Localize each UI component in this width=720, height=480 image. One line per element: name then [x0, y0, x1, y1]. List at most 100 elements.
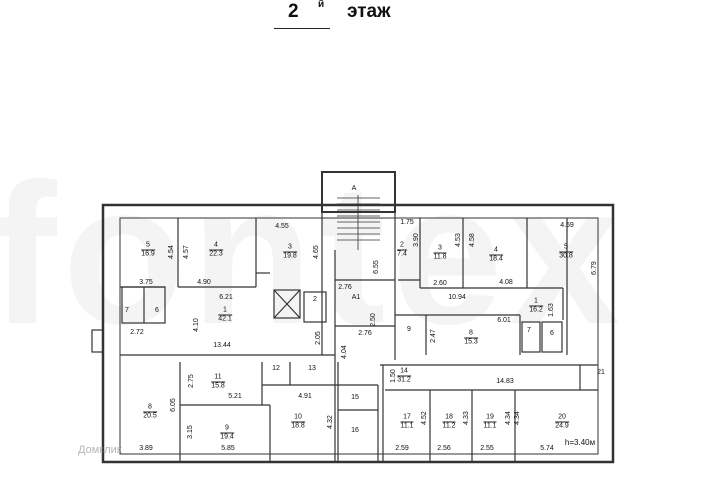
room-number: 9 — [220, 425, 234, 434]
room-number: A1 — [351, 294, 361, 301]
dimension-label: 5.21 — [228, 393, 242, 400]
room-number: 18 — [442, 414, 456, 423]
room-number: 6 — [155, 307, 159, 314]
room-number: 1 — [218, 307, 232, 316]
room-number: 3 — [433, 245, 447, 254]
stair-label: A — [351, 185, 357, 192]
room-label: 12 — [270, 365, 282, 373]
dimension-label: 4.59 — [560, 222, 574, 229]
room-number: 10 — [291, 414, 305, 423]
room-number: 2 — [397, 242, 407, 251]
room-number: 5 — [141, 242, 155, 251]
room-label: 7 — [123, 307, 131, 315]
room-label: 13 — [306, 365, 318, 373]
room-area: 7.4 — [397, 250, 407, 258]
dimension-label: 4.08 — [499, 279, 513, 286]
dimension-label: 2.72 — [130, 329, 144, 336]
room-area: 42.1 — [218, 315, 232, 323]
room-area: 22.3 — [209, 250, 223, 258]
dimension-label: 6.05 — [170, 398, 177, 412]
dimension-label: 2.05 — [315, 331, 322, 345]
room-area: 15.8 — [211, 382, 225, 390]
room-number: 8 — [143, 404, 157, 413]
dimension-label: 2.50 — [370, 313, 377, 327]
dimension-label: 4.34 — [514, 411, 521, 425]
dimension-label: 4.65 — [313, 245, 320, 259]
room-number: 11 — [211, 374, 225, 383]
dimension-label: 5.74 — [540, 445, 554, 452]
dimension-label: 14.83 — [496, 378, 514, 385]
room-area: 18.4 — [489, 255, 503, 263]
room-area: 11.2 — [442, 422, 456, 430]
room-label: 15 — [349, 394, 361, 402]
dimension-label: 4.53 — [455, 233, 462, 247]
dimension-label: 4.90 — [197, 279, 211, 286]
room-area: 19.4 — [220, 433, 234, 441]
dimension-label: 2.55 — [480, 445, 494, 452]
room-area: 24.9 — [555, 422, 569, 430]
room-label: 16 — [349, 427, 361, 435]
dimension-label: 2.47 — [430, 329, 437, 343]
dimension-label: 6.21 — [219, 294, 233, 301]
dimension-label: 4.33 — [463, 411, 470, 425]
room-number: 2 — [313, 296, 317, 303]
floor-word: этаж — [347, 1, 391, 22]
room-label: 2 — [311, 296, 319, 304]
room-area: 30.8 — [559, 252, 573, 260]
dimension-label: 13.44 — [213, 342, 231, 349]
room-number: 17 — [400, 414, 414, 423]
dimension-label: 4.57 — [183, 245, 190, 259]
room-area: 15.3 — [464, 338, 478, 346]
room-number: 1 — [529, 298, 543, 307]
dimension-label: 2.56 — [437, 445, 451, 452]
room-label: A1 — [350, 294, 363, 302]
dimension-label: 3.75 — [139, 279, 153, 286]
room-label: 6 — [548, 330, 556, 338]
dimension-label: 2.75 — [188, 374, 195, 388]
room-number: 5 — [559, 244, 573, 253]
room-label: 7 — [525, 327, 533, 335]
dimension-label: 6.55 — [373, 260, 380, 274]
dimension-label: 4.34 — [505, 411, 512, 425]
dimension-label: 5.85 — [221, 445, 235, 452]
room-area: 16.9 — [141, 250, 155, 258]
dimension-label: 3.89 — [139, 445, 153, 452]
title-underline — [274, 28, 330, 29]
room-label: 6 — [153, 307, 161, 315]
room-number: 12 — [272, 365, 280, 372]
room-number: 16 — [351, 427, 359, 434]
room-area: 11.8 — [433, 253, 447, 261]
room-number: 19 — [483, 414, 497, 423]
domclick-watermark: Домклик — [78, 444, 122, 456]
room-number: 15 — [351, 394, 359, 401]
room-area: 16.2 — [529, 306, 543, 314]
room-area: 31.2 — [397, 376, 411, 384]
dimension-label: 2.76 — [358, 330, 372, 337]
dimension-label: 1.50 — [390, 369, 397, 383]
room-number: 4 — [489, 247, 503, 256]
dimension-label: 6.01 — [497, 317, 511, 324]
room-number: 14 — [397, 368, 411, 377]
dimension-label: 4.10 — [193, 318, 200, 332]
room-label: 9 — [405, 326, 413, 334]
floor-number: 2 — [288, 1, 299, 22]
room-label: 21 — [595, 369, 607, 377]
room-number: 7 — [527, 327, 531, 334]
room-number: 13 — [308, 365, 316, 372]
room-number: 6 — [550, 330, 554, 337]
room-area: 19.8 — [283, 252, 297, 260]
dimension-label: 10.94 — [448, 294, 466, 301]
dimension-label: 4.32 — [327, 415, 334, 429]
room-number: 21 — [597, 369, 605, 376]
